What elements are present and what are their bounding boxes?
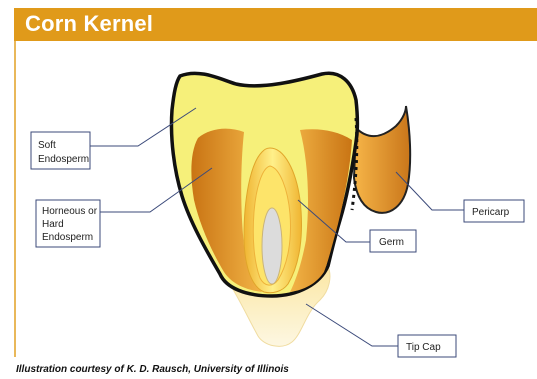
- label-horneous-line3: Endosperm: [42, 232, 93, 243]
- label-tip-cap: Tip Cap: [406, 342, 441, 353]
- label-soft-endosperm-line2: Endosperm: [38, 154, 89, 165]
- label-horneous-line2: Hard: [42, 219, 64, 230]
- callout-line-tip-cap: [306, 304, 398, 346]
- label-soft-endosperm-line1: Soft: [38, 140, 56, 151]
- embryonic-axis: [262, 208, 282, 284]
- label-horneous-line1: Horneous or: [42, 206, 98, 217]
- label-germ: Germ: [379, 237, 404, 248]
- pericarp-region: [354, 106, 410, 213]
- illustration-credit: Illustration courtesy of K. D. Rausch, U…: [16, 364, 289, 375]
- label-pericarp: Pericarp: [472, 207, 510, 218]
